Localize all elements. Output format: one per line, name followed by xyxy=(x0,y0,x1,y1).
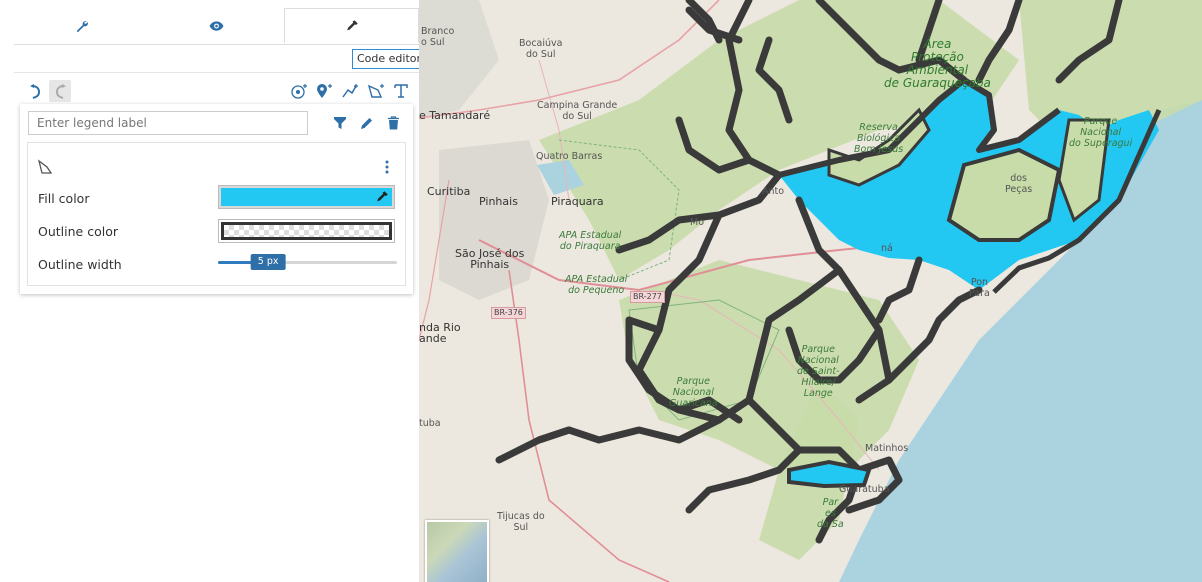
map-label: ná xyxy=(881,243,893,254)
minimap-toggle[interactable] xyxy=(425,520,489,582)
trash-icon xyxy=(387,116,399,130)
filter-button[interactable] xyxy=(330,113,350,133)
outline-width-label: Outline width xyxy=(38,257,122,272)
outline-color-label: Outline color xyxy=(38,224,118,239)
style-properties: Fill color Outline color Outline width 5… xyxy=(27,142,406,286)
wrench-icon xyxy=(76,20,88,32)
text-tool[interactable] xyxy=(391,81,411,101)
add-point-tool[interactable] xyxy=(314,81,334,101)
map-label: Guaratuba xyxy=(839,484,890,495)
map-label: e Tamandaré xyxy=(419,109,491,122)
eye-icon xyxy=(209,21,224,31)
redo-icon xyxy=(55,84,66,99)
tab-settings[interactable] xyxy=(14,8,149,44)
map-canvas[interactable]: Branco o Sul Bocaiúva do Sul Área Proteç… xyxy=(419,0,1202,582)
map-label: tuba xyxy=(419,418,441,429)
code-editor-button[interactable]: Code editor xyxy=(352,49,427,69)
outline-width-slider[interactable]: 5 px xyxy=(218,254,397,270)
tab-style[interactable] xyxy=(284,8,419,43)
map-label: Tijucas do Sul xyxy=(497,511,545,533)
fill-color-picker[interactable] xyxy=(218,185,395,209)
map-label: Branco o Sul xyxy=(421,26,455,48)
draw-polygon-icon xyxy=(367,84,384,98)
road-shield: BR-277 xyxy=(630,291,665,303)
draw-line-icon xyxy=(342,84,358,98)
eyedropper-icon xyxy=(346,19,358,30)
map-label: Par es da Sa xyxy=(817,497,844,530)
draw-polygon-tool[interactable] xyxy=(366,81,386,101)
map-label: Anto xyxy=(762,186,785,197)
target-icon xyxy=(291,84,307,99)
map-label: dos Peças xyxy=(1005,173,1033,195)
text-icon xyxy=(394,84,408,98)
map-label: São José dos Pinhais xyxy=(455,247,525,271)
map-label: Mo xyxy=(690,217,705,228)
map-label: APA Estadual do Piraquara xyxy=(559,230,622,252)
fill-color-label: Fill color xyxy=(38,191,90,206)
map-label: APA Estadual do Pequeno xyxy=(565,274,628,296)
add-point-icon xyxy=(317,84,332,98)
undo-icon xyxy=(30,84,41,99)
slider-fill xyxy=(218,261,269,264)
eyedropper-icon xyxy=(377,191,388,202)
toolbar-divider xyxy=(14,72,419,73)
panel-tabs xyxy=(14,8,419,45)
style-editor-panel: Code editor xyxy=(0,0,427,582)
map-label: Parque Nacional Guaricana xyxy=(669,376,718,409)
map-label: Parque Nacional de Saint- Hilaire/ Lange xyxy=(797,344,840,399)
map-label: nda Rio ande xyxy=(419,321,461,345)
map-label: Pon Para xyxy=(969,277,990,299)
map-label: Bocaiúva do Sul xyxy=(519,38,563,60)
outline-color-swatch xyxy=(221,222,392,240)
legend-label-input[interactable] xyxy=(28,111,308,135)
map-label: Pinhais xyxy=(479,195,518,208)
redo-button[interactable] xyxy=(49,80,71,102)
map-label: Piraquara xyxy=(551,195,604,208)
map-label: Quatro Barras xyxy=(536,151,603,162)
map-label: Área Proteção Ambiental de Guaraqueçaba xyxy=(884,37,991,90)
map-label: Matinhos xyxy=(865,443,909,454)
more-options-button[interactable] xyxy=(379,157,395,177)
edit-button[interactable] xyxy=(357,113,377,133)
pencil-icon xyxy=(361,118,372,129)
fill-color-swatch xyxy=(221,188,392,206)
kebab-icon xyxy=(385,160,389,174)
target-tool[interactable] xyxy=(289,81,309,101)
polygon-icon xyxy=(37,159,53,174)
legend-item-card: Fill color Outline color Outline width 5… xyxy=(20,104,413,294)
draw-line-tool[interactable] xyxy=(340,81,360,101)
delete-button[interactable] xyxy=(383,113,403,133)
slider-handle[interactable]: 5 px xyxy=(250,254,286,270)
road-shield: BR-376 xyxy=(491,307,526,319)
undo-button[interactable] xyxy=(26,81,46,101)
map-label: Reserva Biológica Bom Jesus xyxy=(854,122,904,155)
map-label: Campina Grande do Sul xyxy=(537,100,618,122)
outline-color-picker[interactable] xyxy=(218,219,395,243)
tab-preview[interactable] xyxy=(149,8,284,44)
map-label: Curitiba xyxy=(427,185,471,198)
filter-icon xyxy=(334,117,346,129)
map-base-layer xyxy=(419,0,1202,582)
map-label: Parque Nacional do Superagui xyxy=(1069,116,1133,149)
